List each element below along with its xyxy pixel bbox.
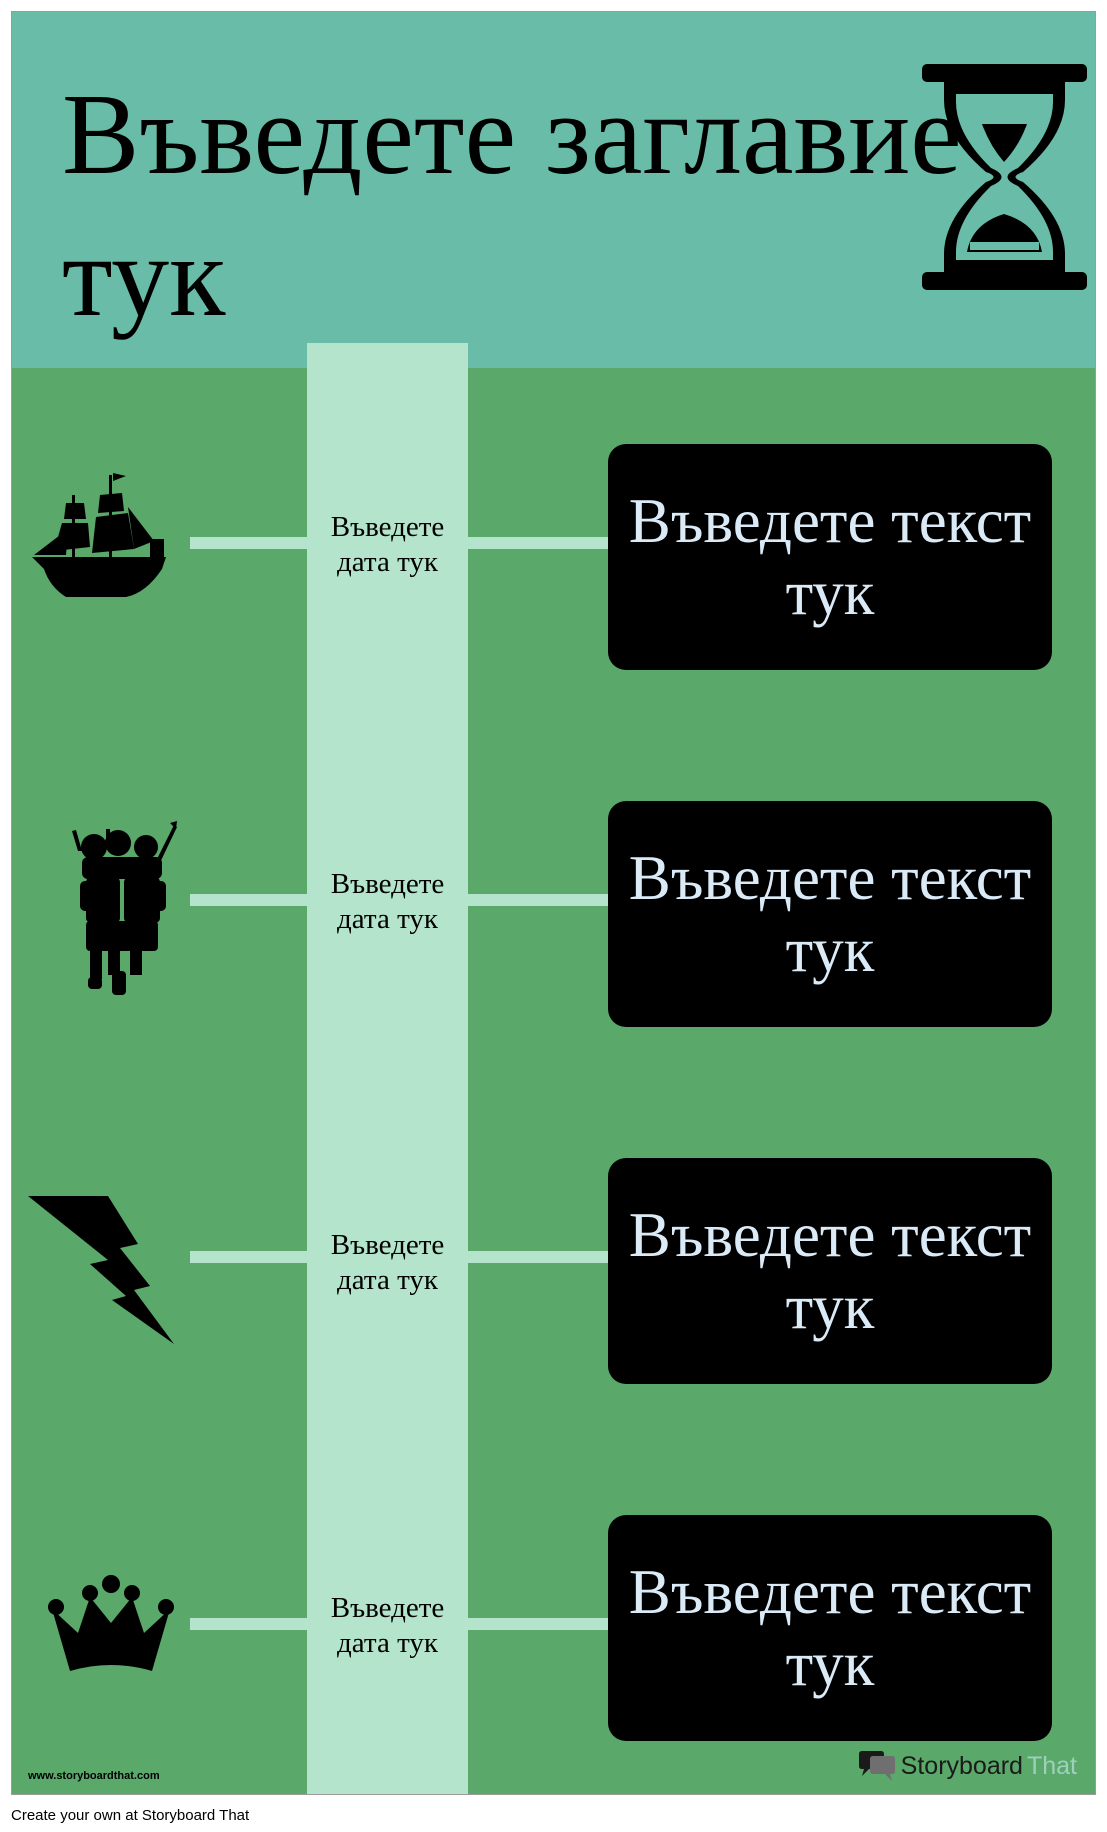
page-title[interactable]: Въведете заглавие тук xyxy=(62,71,962,341)
header-band: Въведете заглавие тук xyxy=(12,12,1095,368)
event-text: Въведете текст тук xyxy=(628,486,1032,628)
timeline-event: Въведете дата тук Въведете текст тук xyxy=(12,1515,1095,1745)
event-text: Въведете текст тук xyxy=(628,1557,1032,1699)
timeline-connector xyxy=(190,1618,616,1630)
brand-name-light: That xyxy=(1026,1751,1077,1780)
event-date[interactable]: Въведете дата тук xyxy=(330,1592,445,1659)
timeline-band xyxy=(307,343,468,1794)
bagpipers-icon xyxy=(72,821,177,995)
timeline-poster: Въведете заглавие тук Въведете xyxy=(11,11,1096,1795)
timeline-event: Въведете дата тук Въведете текст тук xyxy=(12,801,1095,1031)
event-text: Въведете текст тук xyxy=(628,1200,1032,1342)
timeline-connector xyxy=(190,894,616,906)
event-text: Въведете текст тук xyxy=(628,843,1032,985)
event-date[interactable]: Въведете дата тук xyxy=(330,1229,445,1296)
footer-credit[interactable]: Create your own at Storyboard That xyxy=(11,1807,250,1824)
event-text-box[interactable]: Въведете текст тук xyxy=(608,444,1052,670)
event-date[interactable]: Въведете дата тук xyxy=(330,868,445,935)
hourglass-icon xyxy=(922,64,1087,290)
timeline-event: Въведете дата тук Въведете текст тук xyxy=(12,1158,1095,1388)
timeline-connector xyxy=(190,1251,616,1263)
timeline-event: Въведете дата тук Въведете текст тук xyxy=(12,444,1095,674)
event-text-box[interactable]: Въведете текст тук xyxy=(608,1515,1052,1741)
lightning-icon xyxy=(28,1196,174,1344)
timeline-connector xyxy=(190,537,616,549)
brand-name-dark: Storyboard xyxy=(900,1751,1023,1780)
event-date[interactable]: Въведете дата тук xyxy=(330,511,445,578)
event-text-box[interactable]: Въведете текст тук xyxy=(608,1158,1052,1384)
crown-icon xyxy=(48,1575,174,1671)
ship-icon xyxy=(32,473,166,597)
speech-bubble-icon xyxy=(858,1751,895,1781)
event-text-box[interactable]: Въведете текст тук xyxy=(608,801,1052,1027)
watermark-site: www.storyboardthat.com xyxy=(28,1770,160,1782)
